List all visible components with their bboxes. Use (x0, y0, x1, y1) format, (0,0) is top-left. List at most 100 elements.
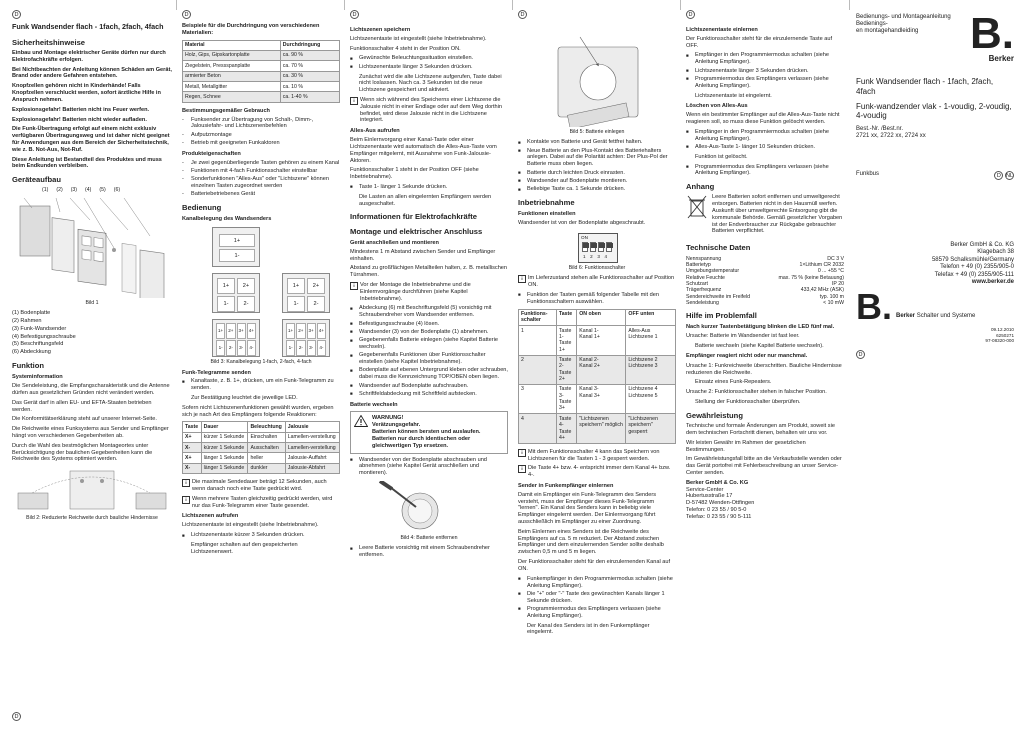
battery-insert-icon (557, 36, 639, 130)
list-item: Programmiermodus des Empfängers verlasse… (686, 76, 844, 90)
list-item: (1) Bodenplatte (12, 310, 51, 317)
figure-2-caption: Bild 2: Reduzierte Reichweite durch baul… (26, 515, 158, 522)
figure-4-battery-remove (350, 479, 508, 533)
figure-5-caption: Bild 5: Batterie einlegen (569, 129, 625, 135)
telegram-heading: Funk-Telegramme senden (182, 369, 251, 376)
dip-toggle[interactable] (606, 241, 613, 252)
dip-toggle[interactable] (590, 241, 597, 252)
warning-box: WARNUNG! Verätzungsgefahr. Batterien kön… (350, 411, 508, 454)
alloff-list: Taste 1- länger 1 Sekunde drücken. (350, 184, 508, 191)
language-badge: D (686, 10, 695, 19)
column-4: D Bild 5: Batterie einlegen Kontakte von… (514, 0, 680, 729)
figure-6-caption: Bild 6: Funktionsschalter (568, 264, 626, 271)
structure-heading: Geräteaufbau (12, 175, 61, 185)
list-item: Lichtszenentaste länger 3 Sekunden drück… (686, 68, 844, 75)
save-list: Gewünschte Beleuchtungssituation einstel… (350, 55, 508, 70)
list-item: Abdeckung (6) mit Beschriftungsfeld (5) … (350, 305, 508, 319)
list-item: Aufputzmontage (182, 132, 340, 139)
function-list: Funktion der Tasten gemäß folgender Tabe… (518, 292, 676, 306)
language-badge: D (182, 10, 191, 19)
list-item: Beliebige Taste ca. 1 Sekunde drücken. (518, 186, 676, 193)
safety-heading: Sicherheitshinweise (12, 37, 86, 47)
funkbus-label: Funkbus (856, 170, 880, 177)
battery-insert-list: Kontakte von Batterie und Gerät fettfrei… (518, 139, 676, 193)
list-item: Batteriebetriebenes Gerät (182, 191, 340, 198)
disposal-block: Leere Batterien sofort entfernen und umw… (686, 194, 844, 238)
list-item: Wandsender (3) von der Bodenplatte (1) a… (350, 329, 508, 336)
berker-logo: B. Berker (970, 9, 1014, 63)
cut-mark (344, 0, 345, 10)
doc-type: Bedienungs- und Montageanleitung Bedieni… (856, 14, 951, 34)
figure-1-labels: (1) (2) (3) (4) (5) (6) (42, 187, 121, 194)
list-item: Taste 1- länger 1 Sekunde drücken. (350, 184, 508, 191)
parts-list: (1) Bodenplatte (2) Rahmen (3) Funk-Wand… (12, 310, 172, 356)
list-item: Wandsender auf Bodenplatte montieren. (518, 178, 676, 185)
list-item: Sonderfunktionen "Alles-Aus" oder "Licht… (182, 176, 340, 190)
list-item: Bodenplatte auf ebenen Untergrund kleben… (350, 367, 508, 381)
dip-toggle[interactable] (598, 241, 605, 252)
list-item: Funksender zur Übertragung von Schalt-, … (182, 117, 340, 131)
info-note: Wenn sich während des Speicherns einer L… (350, 97, 508, 124)
language-badge: D (518, 10, 527, 19)
telegram-list: Kanaltaste, z. B. 1+, drücken, um ein Fu… (182, 378, 340, 392)
mount-subheading: Gerät anschließen und montieren (350, 239, 439, 246)
scene-heading: Lichtszenen aufrufen (182, 513, 239, 520)
materials-intro: Beispiele für die Durchdringung von vers… (182, 23, 320, 36)
props-list: Je zwei gegenüberliegende Tasten gehören… (182, 160, 340, 199)
part-label: Best.-Nr. /Best.nr. (856, 126, 904, 133)
switch-4fach: 1+ 2+ 3+ 4+ 1- 2- 3- 4- (212, 319, 260, 358)
save-heading: Lichtszenen speichern (350, 27, 411, 33)
cut-mark (176, 0, 177, 10)
info-heading: Informationen für Elektrofachkräfte (350, 212, 478, 222)
figure-1-device-exploded (12, 197, 172, 304)
info-note: Die Taste 4+ bzw. 4- entspricht immer de… (518, 465, 676, 479)
list-item: Schriftfeldabdeckung mit Schriftfeld auf… (350, 391, 508, 398)
battery-list: Wandsender von der Bodenplatte abschraub… (350, 457, 508, 477)
language-badge: D (994, 170, 1004, 180)
disposal-text: Leere Batterien sofort entfernen und umw… (712, 194, 843, 235)
switch-4fach-alt: 1+ 2+ 3+ 4+ 1- 2- 3- 4- (282, 319, 330, 358)
delete-heading: Löschen von Alles-Aus (686, 103, 748, 110)
switch-2fach: 1+ 2+ 1- 2- (212, 273, 260, 314)
scene-learn-heading: Lichtszenentaste einlernen (686, 27, 758, 33)
crossed-bin-icon (687, 196, 707, 219)
list-item: Funkempfänger in den Programmiermodus sc… (518, 576, 676, 590)
list-item: Betrieb mit geeigneten Funkaktoren (182, 140, 340, 147)
list-item: Batterie durch leichten Druck einrasten. (518, 170, 676, 177)
info-note: Im Lieferzustand stehen alle Funktionssc… (518, 275, 676, 289)
sysinfo-heading: Systeminformation (12, 374, 63, 381)
list-item: Programmiermodus des Empfängers verlasse… (518, 606, 676, 620)
figure-3-caption: Bild 3: Kanalbelegung 1-fach, 2-fach, 4-… (210, 359, 312, 366)
list-item: Lichtszenentaste kürzer 3 Sekunden drück… (182, 532, 340, 539)
column-5: D Lichtszenentaste einlernen Der Funktio… (682, 0, 848, 729)
use-heading: Bestimmungsgemäßer Gebrauch (182, 107, 270, 114)
channel-heading: Kanalbelegung des Wandsenders (182, 216, 272, 223)
scene-learn-list: Empfänger in den Programmiermodus schalt… (686, 52, 844, 89)
column-1: D Funk Wandsender flach - 1fach, 2fach, … (12, 10, 172, 721)
figure-4-caption: Bild 4: Batterie entfernen (400, 534, 458, 541)
list-item: Je zwei gegenüberliegende Tasten gehören… (182, 160, 340, 167)
dip-toggle[interactable] (582, 241, 589, 252)
startup-heading: Inbetriebnahme (518, 198, 575, 208)
scene-list: Lichtszenentaste kürzer 3 Sekunden drück… (182, 532, 340, 539)
list-item: (3) Funk-Wandsender (12, 325, 67, 332)
list-item: Gewünschte Beleuchtungssituation einstel… (350, 55, 508, 62)
column-3: D Lichtszenen speichern Lichtszenentaste… (346, 0, 512, 729)
figure-3-channels: 1+ 1- 1+ 2+ 1- 2- 1+ 2+ 1- 2- 1+ 2+ 3+ 4… (182, 227, 340, 359)
info-note: Vor der Montage die Inbetriebnahme und d… (350, 281, 508, 302)
learn-heading: Sender in Funkempfänger einlernen (518, 482, 614, 489)
props-heading: Produkteigenschaften (182, 150, 241, 157)
funkbus-row: Funkbus D NL (856, 170, 1014, 184)
list-item: Empfänger in den Programmiermodus schalt… (686, 52, 844, 66)
list-item: Gegebenenfalls Batterie einlegen (siehe … (350, 337, 508, 351)
doc-title: Funk Wandsender flach - 1fach, 2fach, 4f… (12, 22, 164, 31)
